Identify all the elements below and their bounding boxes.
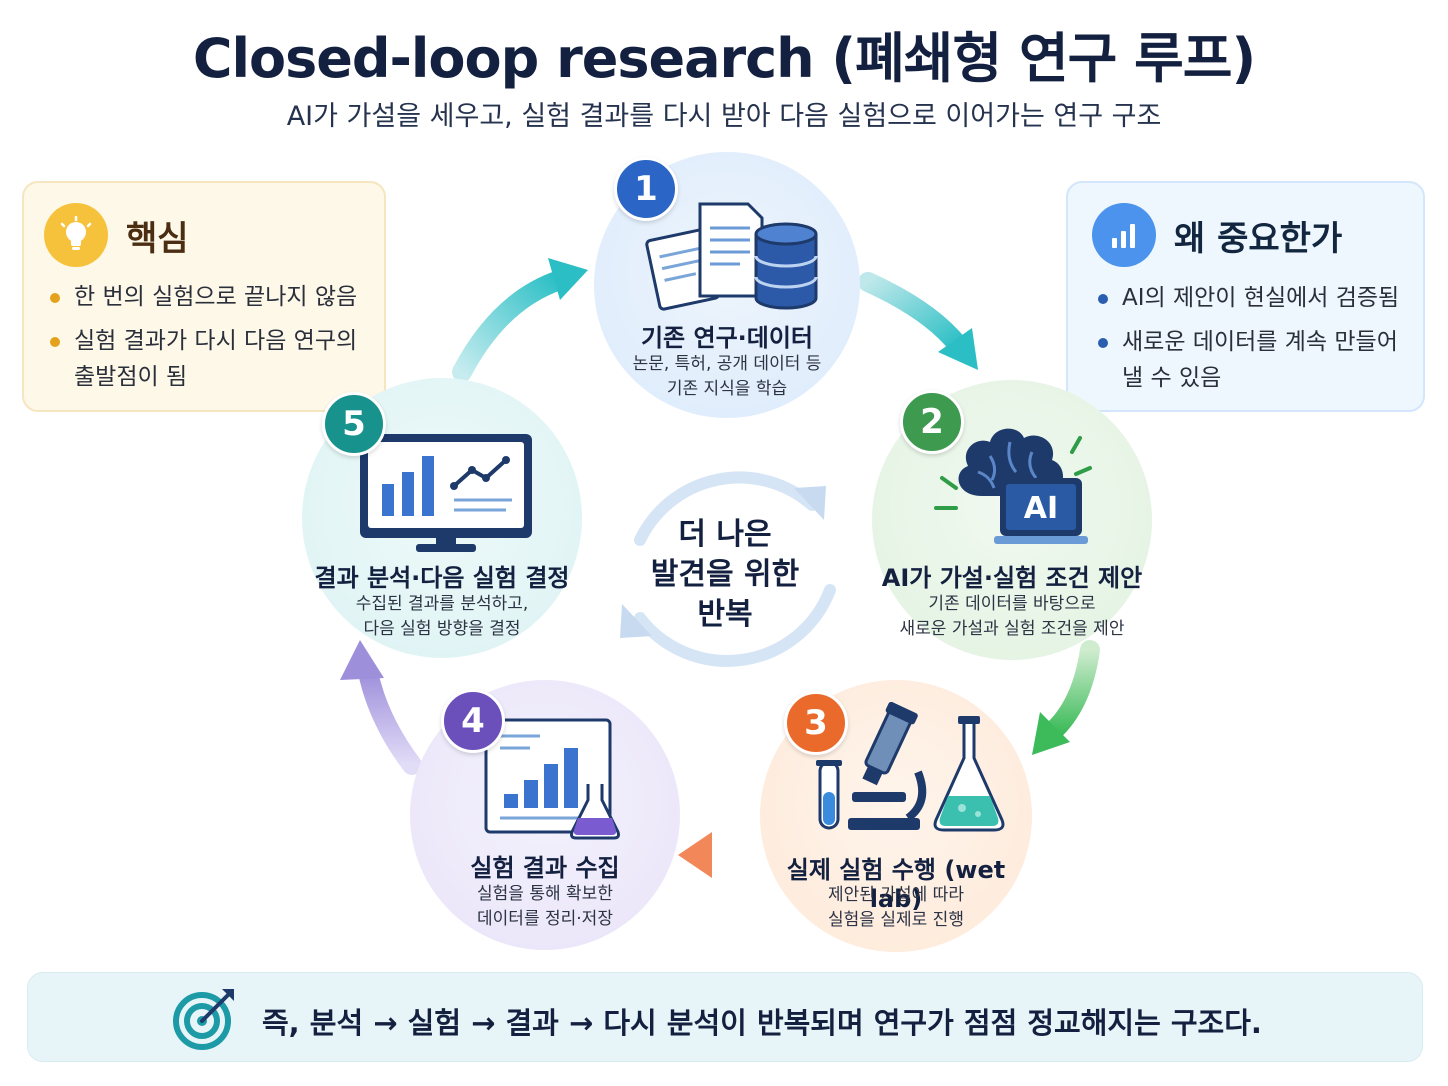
step-desc-line1: 논문, 특허, 공개 데이터 등 <box>632 354 822 374</box>
key-point-list: 한 번의 실험으로 끝나지 않음 실험 결과가 다시 다음 연구의 출발점이 됨 <box>48 279 378 403</box>
importance-list: AI의 제안이 현실에서 검증됨 새로운 데이터를 계속 만들어낼 수 있음 <box>1096 280 1416 404</box>
step-number-badge: 5 <box>322 392 386 456</box>
microscope-flask-icon <box>816 702 1005 832</box>
target-icon <box>173 989 234 1050</box>
ai-brain-icon: AI <box>934 428 1092 544</box>
step-desc-line1: 제안된 가설에 따라 <box>828 885 964 905</box>
summary-text: 즉, 분석 → 실험 → 결과 → 다시 분석이 반복되며 연구가 점점 정교해… <box>262 1006 1262 1040</box>
center-line: 더 나은 <box>678 517 772 552</box>
importance-title: 왜 중요한가 <box>1174 218 1343 259</box>
documents-database-icon <box>645 202 818 311</box>
step-number-badge: 1 <box>614 157 678 221</box>
step-title: AI가 가설·실험 조건 제안 <box>881 564 1143 592</box>
step-title: 결과 분석·다음 실험 결정 <box>314 564 570 592</box>
importance-header: 왜 중요한가 <box>1092 203 1342 267</box>
page-title: Closed-loop research (폐쇄형 연구 루프) <box>192 27 1256 90</box>
summary-bar <box>27 972 1423 1062</box>
step-title: 실제 실험 수행 (wet lab) <box>786 856 1006 913</box>
key-point-title: 핵심 <box>126 218 189 259</box>
step-desc-line2: 새로운 가설과 실험 조건을 제안 <box>899 619 1125 639</box>
lightbulb-icon <box>44 203 108 267</box>
step-number-badge: 4 <box>441 689 505 753</box>
step-desc-line2: 데이터를 정리·저장 <box>477 909 613 929</box>
arrow-1-to-2 <box>858 272 968 355</box>
step-title: 기존 연구·데이터 <box>640 324 814 352</box>
svg-text:AI: AI <box>1024 491 1058 526</box>
step-desc-line1: 실험을 통해 확보한 <box>477 884 613 904</box>
center-label: 더 나은 발견을 위한 반복 <box>620 515 830 635</box>
step-5-analyze-decide: 결과 분석·다음 실험 결정 수집된 결과를 분석하고, 다음 실험 방향을 결… <box>302 378 582 658</box>
center-line: 발견을 위한 <box>650 557 800 592</box>
step-number-badge: 2 <box>900 390 964 454</box>
step-desc-line2: 실험을 실제로 진행 <box>828 910 964 930</box>
step-desc-line1: 기존 데이터를 바탕으로 <box>928 594 1096 614</box>
monitor-analytics-icon <box>360 434 532 552</box>
list-item: 새로운 데이터를 계속 만들어낼 수 있음 <box>1096 324 1416 396</box>
list-item: 한 번의 실험으로 끝나지 않음 <box>48 279 378 315</box>
step-1-existing-research: 기존 연구·데이터 논문, 특허, 공개 데이터 등 기존 지식을 학습 <box>594 152 860 418</box>
center-line: 반복 <box>697 597 753 632</box>
step-number-badge: 3 <box>784 691 848 755</box>
step-title: 실험 결과 수집 <box>470 854 620 882</box>
step-desc-line1: 수집된 결과를 분석하고, <box>355 594 529 614</box>
list-item: 실험 결과가 다시 다음 연구의 출발점이 됨 <box>48 323 378 395</box>
arrow-4-to-5 <box>358 662 422 775</box>
results-chart-icon <box>484 718 620 840</box>
bar-chart-icon <box>1092 203 1156 267</box>
key-point-card: 핵심 한 번의 실험으로 끝나지 않음 실험 결과가 다시 다음 연구의 출발점… <box>22 181 386 412</box>
step-desc-line2: 다음 실험 방향을 결정 <box>363 619 521 639</box>
page-subtitle: AI가 가설을 세우고, 실험 결과를 다시 받아 다음 실험으로 이어가는 연… <box>286 101 1162 132</box>
list-item: AI의 제안이 현실에서 검증됨 <box>1096 280 1416 316</box>
arrow-5-to-1 <box>452 270 570 382</box>
step-desc-line2: 기존 지식을 학습 <box>666 379 788 399</box>
key-point-header: 핵심 <box>44 203 189 267</box>
importance-card: 왜 중요한가 AI의 제안이 현실에서 검증됨 새로운 데이터를 계속 만들어낼… <box>1066 181 1425 412</box>
arrow-2-to-3 <box>1042 640 1100 742</box>
